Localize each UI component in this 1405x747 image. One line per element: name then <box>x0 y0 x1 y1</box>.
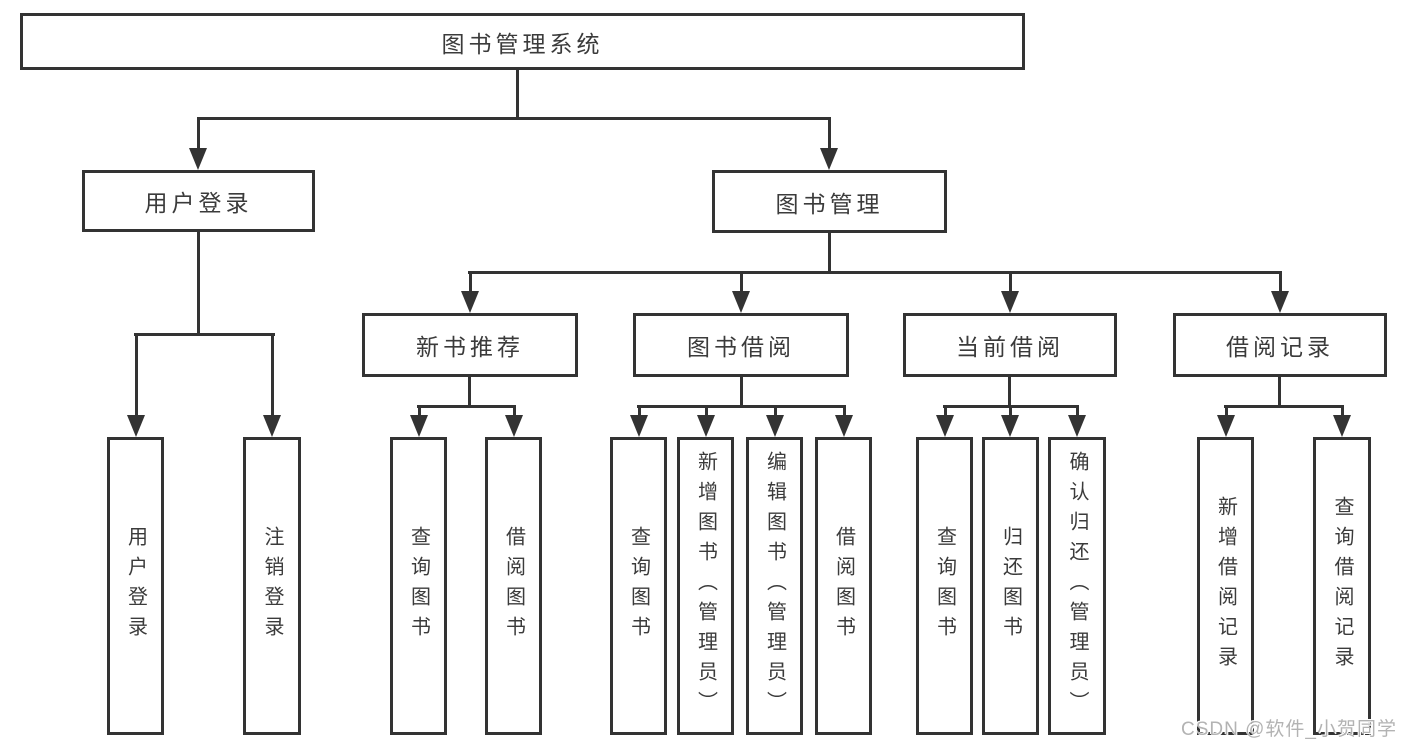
arrow-down-icon <box>835 415 853 437</box>
connector-book-borrowing-rail <box>637 405 846 408</box>
connector-borrow-records-stem <box>1278 377 1281 407</box>
connector-to-borrow-records <box>1279 271 1282 295</box>
arrow-down-icon <box>936 415 954 437</box>
leaf-add-book-admin-label: 新增图书（管理员） <box>694 451 717 721</box>
connector-root-rail <box>197 117 831 120</box>
arrow-down-icon <box>461 291 479 313</box>
leaf-confirm-return-admin-label: 确认归还（管理员） <box>1066 451 1088 721</box>
arrow-down-icon <box>1001 291 1019 313</box>
node-root: 图书管理系统 <box>20 13 1025 70</box>
leaf-borrow-books-label: 借阅图书 <box>832 526 855 646</box>
leaf-query-books-recommend: 查询图书 <box>390 437 447 735</box>
leaf-query-books-borrowing-label: 查询图书 <box>627 526 650 646</box>
node-borrow-records: 借阅记录 <box>1173 313 1387 377</box>
connector-to-current-borrowing <box>1009 271 1012 295</box>
arrow-down-icon <box>630 415 648 437</box>
connector-root-to-book-management <box>828 118 831 152</box>
node-book-management-label: 图书管理 <box>775 190 884 217</box>
leaf-return-book-label: 归还图书 <box>999 526 1022 646</box>
leaf-add-borrow-record: 新增借阅记录 <box>1197 437 1254 735</box>
connector-leaf <box>1009 406 1012 419</box>
leaf-user-login-label: 用户登录 <box>124 526 147 646</box>
leaf-edit-book-admin-label: 编辑图书（管理员） <box>763 451 786 721</box>
arrow-down-icon <box>189 148 207 170</box>
leaf-logout-label: 注销登录 <box>261 526 283 646</box>
leaf-query-books-recommend-label: 查询图书 <box>407 526 430 646</box>
node-book-borrowing-label: 图书借阅 <box>687 334 795 360</box>
connector-new-book-recommend-stem <box>468 377 471 407</box>
arrow-down-icon <box>1333 415 1351 437</box>
leaf-query-borrow-record: 查询借阅记录 <box>1313 437 1371 735</box>
connector-borrow-records-rail <box>1224 405 1344 408</box>
connector-leaf <box>1076 406 1079 419</box>
leaf-borrow-books-recommend-label: 借阅图书 <box>502 526 525 646</box>
leaf-add-borrow-record-label: 新增借阅记录 <box>1214 496 1237 676</box>
arrow-down-icon <box>505 415 523 437</box>
arrow-down-icon <box>127 415 145 437</box>
leaf-borrow-books: 借阅图书 <box>815 437 872 735</box>
arrow-down-icon <box>1068 415 1086 437</box>
node-root-label: 图书管理系统 <box>441 30 604 57</box>
leaf-edit-book-admin: 编辑图书（管理员） <box>746 437 803 735</box>
connector-to-new-book-recommend <box>469 271 472 295</box>
arrow-down-icon <box>1001 415 1019 437</box>
leaf-query-borrow-record-label: 查询借阅记录 <box>1331 496 1353 676</box>
connector-leaf <box>1225 406 1228 419</box>
node-user-login-label: 用户登录 <box>144 190 253 216</box>
node-borrow-records-label: 借阅记录 <box>1226 334 1334 360</box>
arrow-down-icon <box>410 415 428 437</box>
connector-leaf <box>705 406 708 419</box>
connector-root-stem <box>516 70 519 119</box>
connector-leaf <box>1341 406 1344 419</box>
connector-book-borrowing-stem <box>740 377 743 407</box>
leaf-query-books-current: 查询图书 <box>916 437 973 735</box>
connector-leaf <box>774 406 777 419</box>
leaf-add-book-admin: 新增图书（管理员） <box>677 437 734 735</box>
leaf-confirm-return-admin: 确认归还（管理员） <box>1048 437 1106 735</box>
node-current-borrowing-label: 当前借阅 <box>956 334 1064 360</box>
leaf-user-login: 用户登录 <box>107 437 164 735</box>
arrow-down-icon <box>732 291 750 313</box>
connector-to-leaf-logout <box>271 334 274 419</box>
node-book-management: 图书管理 <box>712 170 947 233</box>
arrow-down-icon <box>820 148 838 170</box>
arrow-down-icon <box>1271 291 1289 313</box>
csdn-watermark: CSDN @软件_小贺同学 <box>1181 719 1397 740</box>
node-new-book-recommend-label: 新书推荐 <box>416 334 524 360</box>
node-new-book-recommend: 新书推荐 <box>362 313 578 377</box>
leaf-query-books-borrowing: 查询图书 <box>610 437 667 735</box>
connector-book-management-stem <box>828 233 831 273</box>
connector-leaf <box>843 406 846 419</box>
arrow-down-icon <box>1217 415 1235 437</box>
leaf-return-book: 归还图书 <box>982 437 1039 735</box>
connector-user-login-rail <box>134 333 275 336</box>
connector-leaf <box>418 406 421 419</box>
node-current-borrowing: 当前借阅 <box>903 313 1117 377</box>
connector-to-book-borrowing <box>740 271 743 295</box>
leaf-query-books-current-label: 查询图书 <box>933 526 956 646</box>
connector-to-leaf-user-login <box>135 334 138 419</box>
arrow-down-icon <box>766 415 784 437</box>
connector-leaf <box>513 406 516 419</box>
connector-user-login-stem <box>197 232 200 335</box>
node-book-borrowing: 图书借阅 <box>633 313 849 377</box>
connector-current-borrowing-stem <box>1008 377 1011 407</box>
connector-leaf <box>638 406 641 419</box>
leaf-logout: 注销登录 <box>243 437 301 735</box>
connector-book-management-rail <box>468 271 1282 274</box>
node-user-login: 用户登录 <box>82 170 315 232</box>
connector-new-book-recommend-rail <box>417 405 516 408</box>
arrow-down-icon <box>697 415 715 437</box>
leaf-borrow-books-recommend: 借阅图书 <box>485 437 542 735</box>
connector-root-to-user-login <box>197 118 200 152</box>
arrow-down-icon <box>263 415 281 437</box>
connector-leaf <box>944 406 947 419</box>
